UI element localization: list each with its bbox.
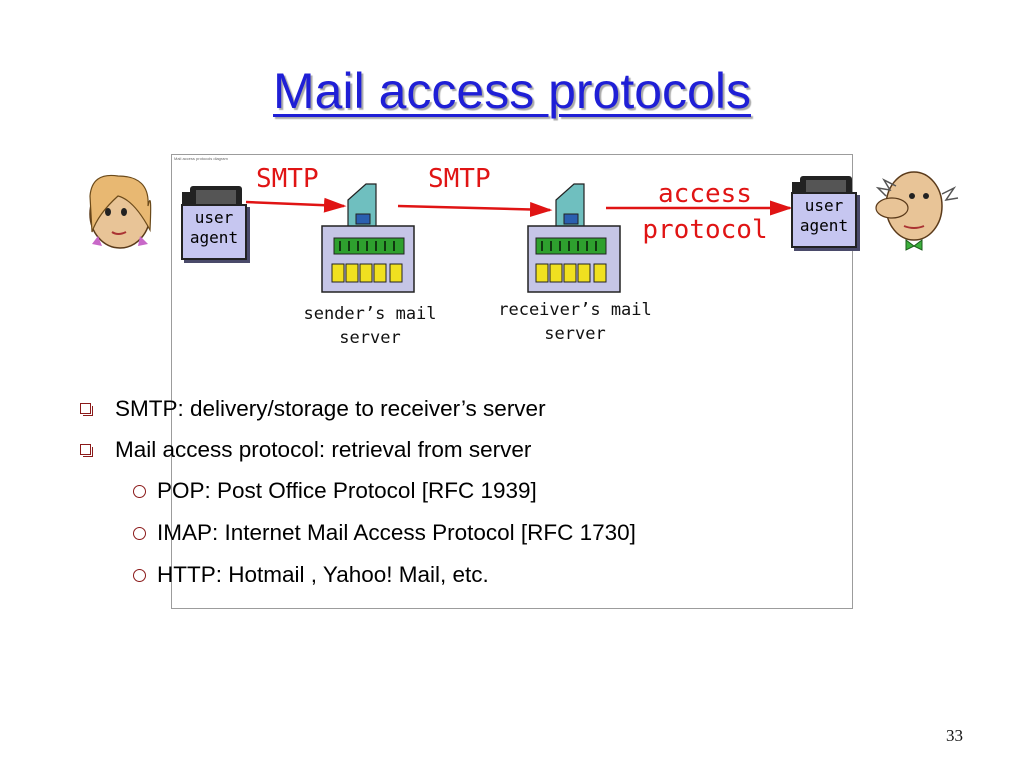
figure-frame: [171, 154, 853, 609]
right-user-agent-box: user agent: [791, 192, 857, 248]
bullet-text: IMAP: Internet Mail Access Protocol [RFC…: [157, 520, 636, 545]
page-number: 33: [946, 726, 963, 745]
receiver-server-caption: receiver’s mail server: [490, 298, 660, 346]
woman-face-icon: [89, 174, 152, 249]
caption-line: sender’s mail: [303, 304, 437, 324]
smtp-label-2: SMTP: [428, 164, 491, 194]
access-protocol-label: access protocol: [630, 176, 780, 248]
sender-server-caption: sender’s mail server: [290, 302, 450, 350]
bullet-text: POP: Post Office Protocol [RFC 1939]: [157, 478, 537, 503]
caption-line: server: [544, 324, 606, 344]
circle-bullet-icon: [133, 527, 146, 540]
caption-line: receiver’s mail: [498, 300, 652, 320]
smtp-label-1: SMTP: [256, 164, 319, 194]
circle-bullet-icon: [133, 485, 146, 498]
caption-line: server: [339, 328, 401, 348]
square-bullet-icon: [80, 403, 93, 416]
bullet-text: HTTP: Hotmail , Yahoo! Mail, etc.: [157, 562, 489, 587]
ua-label-line: agent: [799, 216, 849, 235]
figure-caption: Mail access protocols diagram: [174, 156, 228, 161]
access-protocol-line: access: [658, 179, 752, 209]
ua-label-line: user: [804, 196, 844, 215]
left-user-agent-box: user agent: [181, 204, 247, 260]
square-bullet-icon: [80, 444, 93, 457]
bullet-text: SMTP: delivery/storage to receiver’s ser…: [115, 396, 546, 421]
ua-label-line: user: [194, 208, 234, 227]
circle-bullet-icon: [133, 569, 146, 582]
ua-label-line: agent: [189, 228, 239, 247]
slide-title: Mail access protocols: [273, 63, 751, 119]
bullet-text: Mail access protocol: retrieval from ser…: [115, 437, 532, 462]
access-protocol-line: protocol: [642, 215, 768, 245]
man-face-icon: [875, 171, 959, 251]
